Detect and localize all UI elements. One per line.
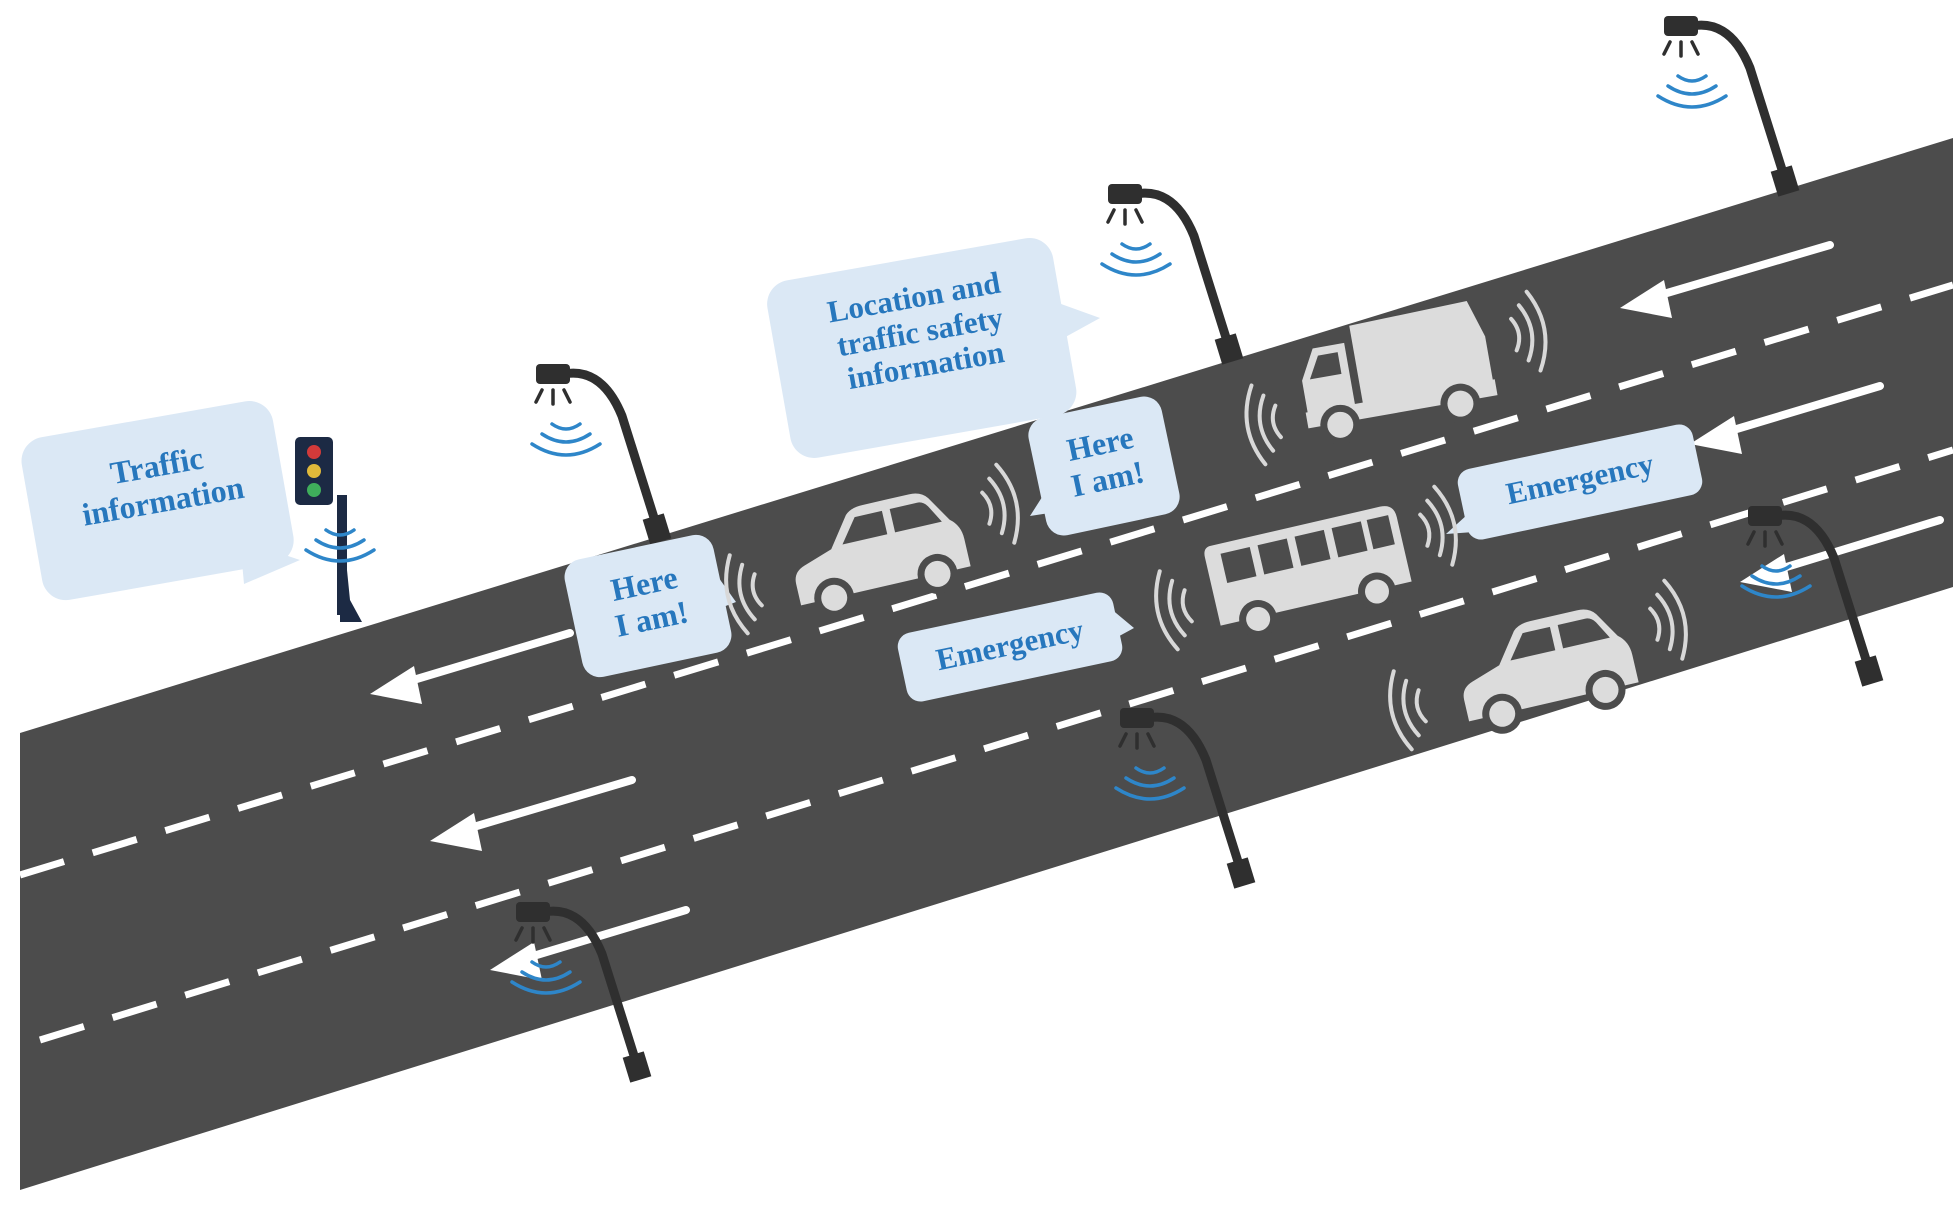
arrow-left-icon (370, 629, 574, 704)
lane-divider-1 (18, 281, 1953, 879)
arrow-left-icon (430, 776, 636, 851)
bubble-emergency-1 (897, 592, 1134, 702)
traffic-light-icon (295, 437, 362, 622)
lane-divider-2 (38, 446, 1953, 1044)
signal-wave-icon (1100, 242, 1172, 277)
speech-bubbles (21, 237, 1703, 702)
signal-wave-icon (1656, 74, 1728, 109)
arrow-left-icon (1690, 382, 1884, 454)
bubble-location-safety (767, 237, 1100, 459)
arrow-left-icon (1620, 241, 1834, 318)
bubble-here-i-am-2 (1028, 396, 1180, 536)
signal-wave-icon (530, 422, 602, 457)
arrow-left-icon (490, 906, 690, 980)
bubble-emergency-2 (1446, 424, 1703, 540)
direction-arrows (370, 241, 1944, 980)
lane-markings (18, 281, 1953, 1044)
bubble-traffic-info (21, 400, 300, 601)
